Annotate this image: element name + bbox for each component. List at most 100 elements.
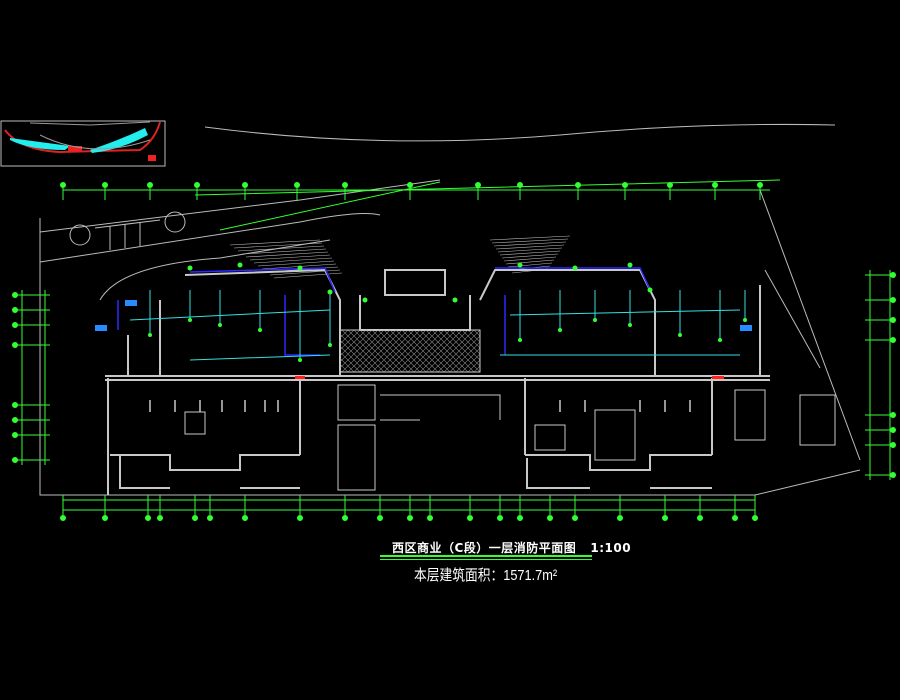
hydrant-head (452, 297, 458, 303)
hydrant-head (297, 265, 303, 271)
hydrant-head (362, 297, 368, 303)
grid-bubble (890, 427, 896, 433)
grid-bubble (547, 515, 553, 521)
stair-line (507, 262, 553, 268)
grid-bubble (890, 317, 896, 323)
stair-line (491, 238, 569, 244)
floor-area-label: 本层建筑面积：1571.7m² (414, 567, 558, 584)
stair-line (497, 247, 563, 253)
key-plan (0, 120, 166, 167)
grid-bubble (662, 515, 668, 521)
hydrant-head (187, 265, 193, 271)
stair-line (503, 256, 557, 262)
stair-line (495, 244, 565, 250)
grid-bubble (752, 515, 758, 521)
sprinkler-head (593, 318, 597, 322)
grid-bubble (242, 182, 248, 188)
hydrant-head (572, 265, 578, 271)
hydrant-head (627, 262, 633, 268)
hydrant-head (327, 289, 333, 295)
grid-bubble (575, 182, 581, 188)
sprinkler-head (298, 358, 302, 362)
stair-line (501, 253, 559, 259)
grid-bubble (192, 515, 198, 521)
sprinkler-pipes (129, 290, 746, 361)
drawing-title: 西区商业（C段）一层消防平面图 1:100 (392, 539, 631, 556)
hydrant-head (517, 262, 523, 268)
grid-bubble (297, 515, 303, 521)
sprinkler-head (218, 323, 222, 327)
grid-bubble (712, 182, 718, 188)
hydrant-cabinet (125, 300, 137, 306)
grid-bubble (60, 515, 66, 521)
title-underline (380, 555, 592, 557)
sprinkler-head (148, 333, 152, 337)
sprinkler-head (743, 318, 747, 322)
stair-line (245, 251, 329, 258)
stair-line (257, 260, 335, 267)
building-walls (105, 268, 836, 495)
stair-line (233, 242, 323, 249)
grid-bubble (617, 515, 623, 521)
grid-bubble (342, 515, 348, 521)
sprinkler-head (258, 328, 262, 332)
atrium-hatch (339, 329, 481, 373)
grid-bubble (12, 307, 18, 313)
sprinkler-head (328, 343, 332, 347)
grid-bubble (622, 182, 628, 188)
stair-line (237, 245, 325, 252)
grid-bubble (890, 272, 896, 278)
hydrant-pipes (117, 267, 651, 356)
grid-bubble (377, 515, 383, 521)
grid-bubble (427, 515, 433, 521)
fire-markers (95, 262, 752, 362)
stair-line (229, 239, 321, 246)
hydrant-head (237, 262, 243, 268)
grid-bubble (147, 182, 153, 188)
interior-columns (149, 400, 691, 412)
grid-bubble (890, 442, 896, 448)
grid-bubble (242, 515, 248, 521)
grid-bubble (407, 182, 413, 188)
stair-line (505, 259, 555, 265)
grid-bubble (12, 457, 18, 463)
grid-bubble (732, 515, 738, 521)
grid-bubble (342, 182, 348, 188)
stair-line (241, 248, 327, 255)
grid-bubble (12, 432, 18, 438)
grid-bubble (145, 515, 151, 521)
grid-bubble (475, 182, 481, 188)
grid-bubble (12, 292, 18, 298)
grid-bubble (194, 182, 200, 188)
hydrant-head (647, 287, 653, 293)
stair-line (489, 235, 571, 241)
sprinkler-main (129, 309, 741, 361)
grid-bubble (667, 182, 673, 188)
grid-bubble (890, 412, 896, 418)
hydrant-cabinet (740, 325, 752, 331)
grid-bubble (157, 515, 163, 521)
grid-bubble (572, 515, 578, 521)
grid-bubble (697, 515, 703, 521)
sprinkler-head (558, 328, 562, 332)
grid-bubble (12, 342, 18, 348)
red-markers (295, 376, 724, 379)
grid-bubble (294, 182, 300, 188)
sprinkler-head (518, 338, 522, 342)
sprinkler-head (718, 338, 722, 342)
grid-bubble (890, 337, 896, 343)
grid-bubble (890, 297, 896, 303)
grid-bubble (757, 182, 763, 188)
axis-dimension-lines (12, 179, 896, 521)
grid-bubble (407, 515, 413, 521)
grid-bubble (12, 417, 18, 423)
grid-bubble (517, 182, 523, 188)
grid-bubble (102, 182, 108, 188)
stair-line (499, 250, 561, 256)
stair-line (249, 254, 331, 261)
grid-bubble (207, 515, 213, 521)
grid-bubble (890, 472, 896, 478)
scale-text: 1:100 (590, 541, 632, 555)
stair-line (273, 272, 343, 279)
